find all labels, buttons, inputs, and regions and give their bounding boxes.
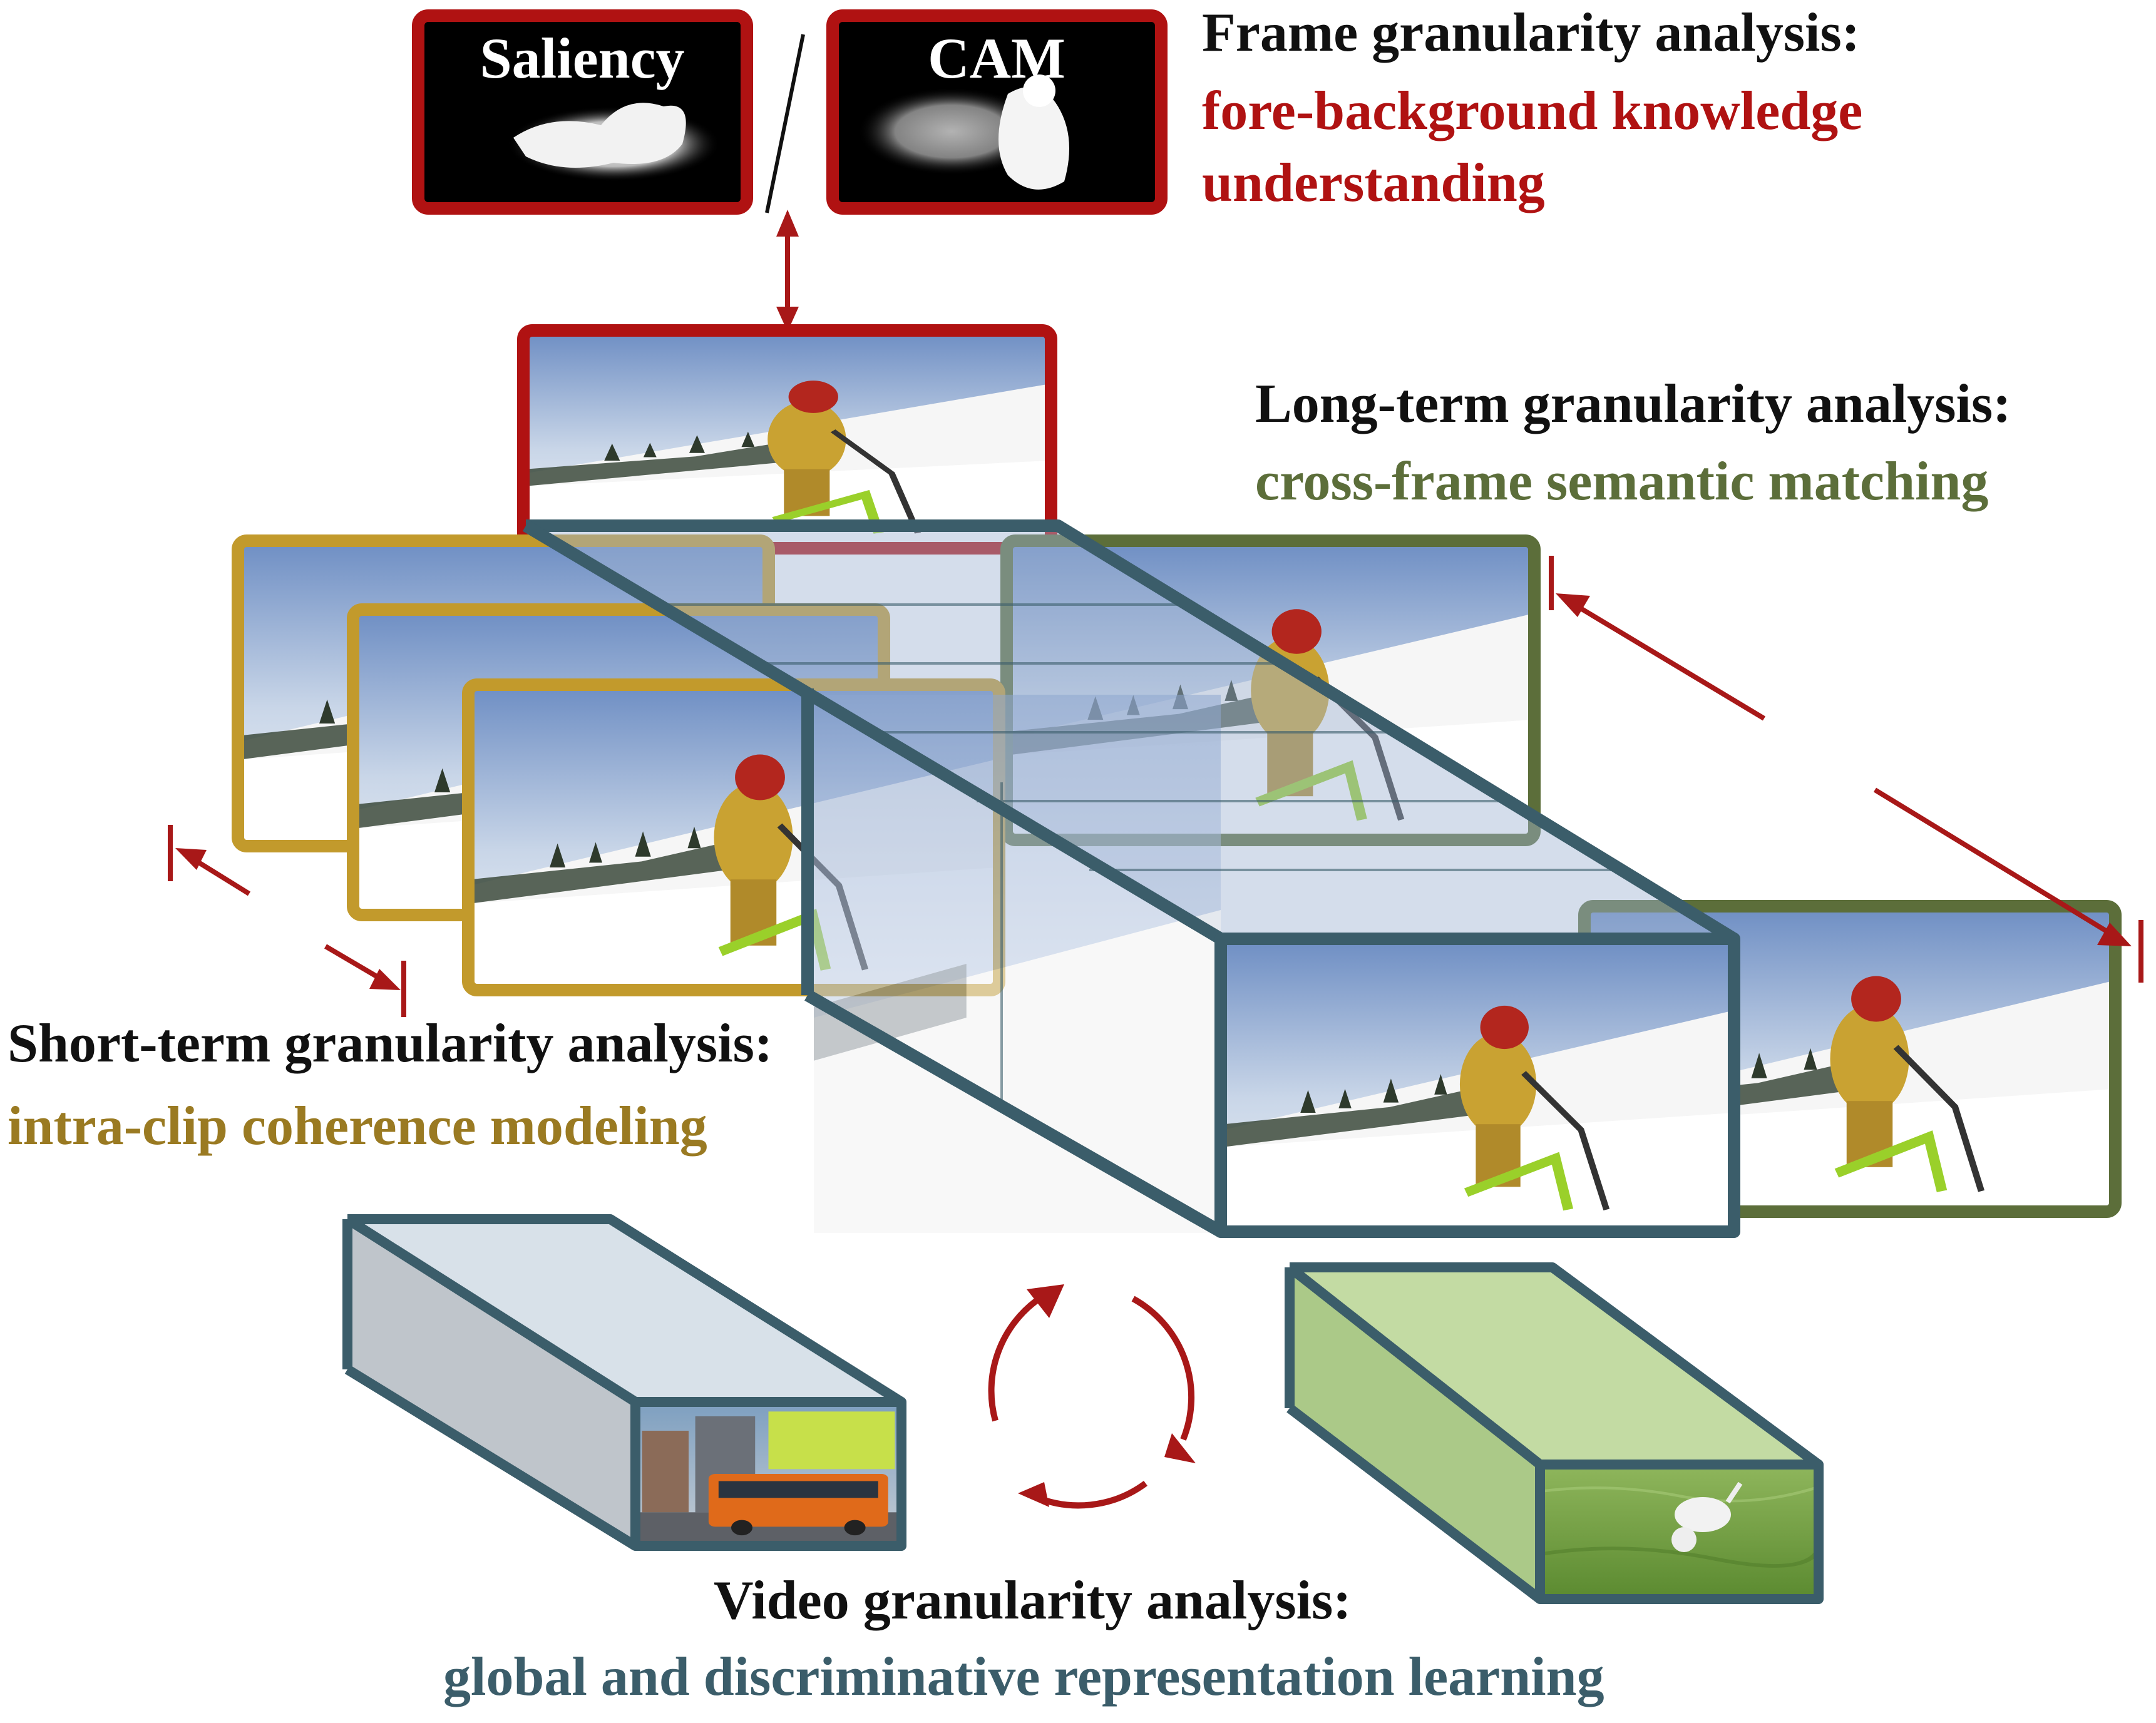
frame-analysis-title: Frame granularity analysis: [1202, 3, 1860, 64]
short-term-analysis-subtitle: intra-clip coherence modeling [8, 1097, 707, 1157]
frame-link-arrow [776, 210, 799, 332]
frame-analysis-subtitle-line2: understanding [1202, 153, 1545, 214]
video-analysis-title: Video granularity analysis: [714, 1571, 1352, 1632]
map-separator-line [767, 34, 803, 213]
cycle-arrows-icon [992, 1284, 1196, 1507]
saliency-label: Saliency [426, 25, 739, 91]
long-term-analysis-title: Long-term granularity analysis: [1255, 374, 2011, 435]
frame-analysis-subtitle-line1: fore-background knowledge [1202, 81, 1862, 142]
video-analysis-subtitle: global and discriminative representation… [443, 1647, 1604, 1708]
video-cuboid-grass [1290, 1267, 1819, 1599]
cam-label: CAM [840, 25, 1153, 91]
long-term-analysis-subtitle: cross-frame semantic matching [1255, 452, 1988, 513]
bus-icon [635, 1402, 901, 1546]
key-frame [523, 330, 1051, 548]
video-cuboid-city [347, 1219, 901, 1546]
short-term-analysis-title: Short-term granularity analysis: [8, 1014, 773, 1075]
